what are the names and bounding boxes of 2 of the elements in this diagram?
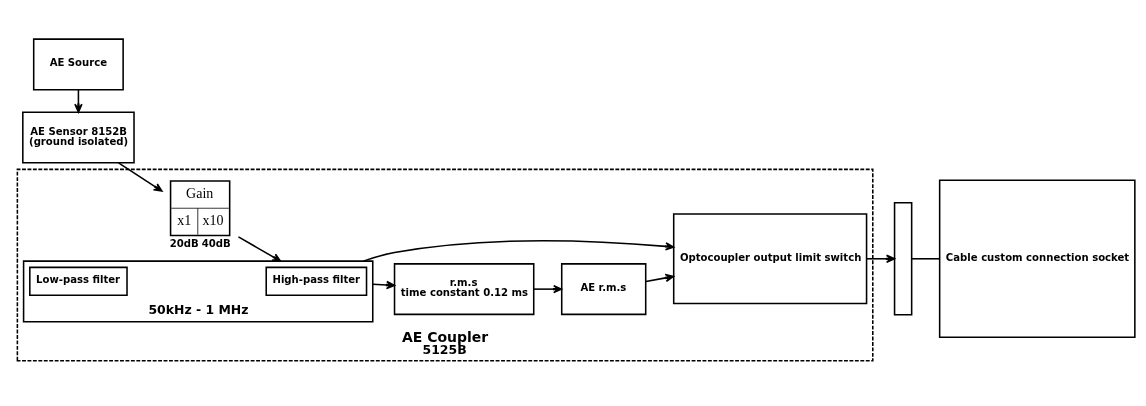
node-label: 40dB (201, 237, 231, 249)
node-label: 20dB (169, 237, 199, 249)
